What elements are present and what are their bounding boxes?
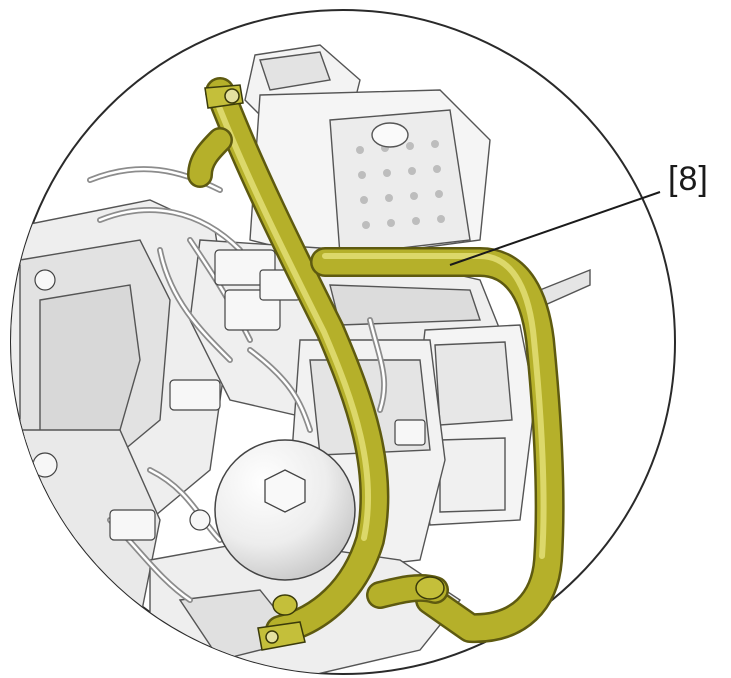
- connectors: [32, 249, 426, 541]
- callout-leader-line: [449, 191, 661, 266]
- callout-label: [8]: [668, 160, 709, 198]
- accumulator-sphere: [214, 439, 356, 581]
- protective-bar: [187, 77, 565, 651]
